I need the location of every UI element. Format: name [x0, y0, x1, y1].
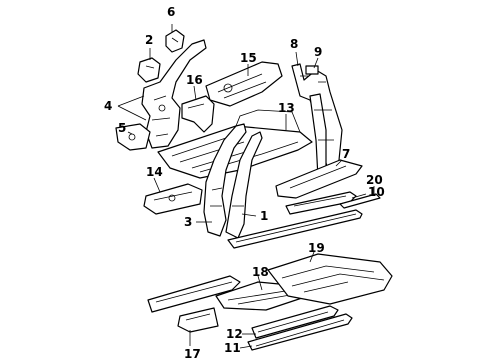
callout-10: 10: [368, 185, 385, 199]
callout-20: 20: [366, 173, 383, 187]
front-pillar-outer: [115, 39, 207, 151]
callout-16: 16: [186, 73, 203, 87]
callout-17: 17: [184, 347, 201, 360]
callout-8: 8: [290, 37, 298, 51]
callout-18: 18: [252, 265, 269, 279]
callout-3: 3: [184, 215, 192, 229]
callout-2: 2: [145, 33, 153, 47]
callout-labels: 6 2 4 5 15 16 13 8 9 7 10 20 14 1 3 19 1…: [104, 5, 385, 360]
lower-sill-strips: [247, 305, 353, 351]
rear-pillar: [291, 63, 343, 179]
cowl-panel: [205, 61, 283, 107]
callout-11: 11: [224, 341, 241, 355]
callout-15: 15: [240, 51, 257, 65]
callout-1: 1: [260, 209, 268, 223]
callout-5: 5: [118, 121, 126, 135]
callout-14: 14: [146, 165, 163, 179]
callout-6: 6: [167, 5, 175, 19]
callout-4: 4: [104, 99, 112, 113]
quarter-extension: [275, 159, 363, 199]
callout-19: 19: [308, 241, 325, 255]
callout-13: 13: [278, 101, 295, 115]
callout-12: 12: [226, 327, 243, 341]
callout-7: 7: [342, 147, 350, 161]
rocker-sill: [227, 209, 363, 249]
rocker-panels: [285, 191, 381, 215]
wheelhouse: [181, 95, 215, 133]
body-floor-assembly: [157, 109, 313, 179]
center-pillar: [203, 123, 263, 239]
lower-floor-assembly: [147, 253, 393, 333]
callout-9: 9: [314, 45, 322, 59]
upper-pillar-brackets: [137, 29, 185, 83]
front-floor-brace: [143, 183, 203, 215]
leader-lines: [117, 24, 375, 349]
